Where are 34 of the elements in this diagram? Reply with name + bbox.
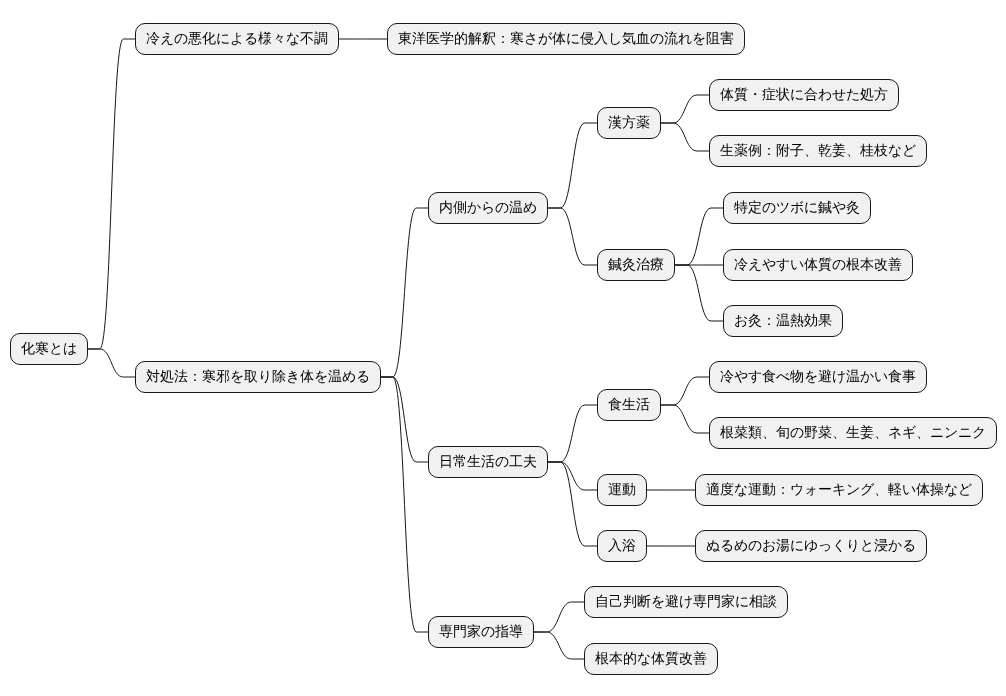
topic-box: 根菜類、旬の野菜、生姜、ネギ、ニンニク xyxy=(709,417,997,449)
topic-box: 専門家の指導 xyxy=(428,616,534,648)
topic-box: 入浴 xyxy=(597,530,647,562)
topic-box: 冷えの悪化による様々な不調 xyxy=(135,23,339,55)
topic-box: 食生活 xyxy=(597,389,661,421)
topic-box: 体質・症状に合わせた処方 xyxy=(709,79,899,111)
topic-box: 鍼灸治療 xyxy=(597,249,675,281)
topic-box: 化寒とは xyxy=(10,333,88,365)
topic-box: 対処法：寒邪を取り除き体を温める xyxy=(135,361,381,393)
topic-box: お灸：温熱効果 xyxy=(723,305,843,337)
topic-box: 冷えやすい体質の根本改善 xyxy=(723,249,913,281)
topic-box: 東洋医学的解釈：寒さが体に侵入し気血の流れを阻害 xyxy=(387,23,745,55)
connector-line xyxy=(660,122,710,152)
topic-box: 適度な運動：ウォーキング、軽い体操など xyxy=(695,474,983,506)
connector-line xyxy=(533,631,585,660)
connector-line xyxy=(87,348,136,378)
connector-line xyxy=(674,264,724,322)
connector-line xyxy=(547,461,598,547)
topic-box: 根本的な体質改善 xyxy=(584,643,718,675)
connector-line xyxy=(660,404,710,434)
topic-box: ぬるめのお湯にゆっくりと浸かる xyxy=(695,530,927,562)
topic-box: 自己判断を避け専門家に相談 xyxy=(584,586,788,618)
connector-line xyxy=(338,38,388,40)
connector-line xyxy=(646,489,696,491)
connector-line xyxy=(380,376,429,633)
topic-box: 漢方薬 xyxy=(597,107,661,139)
topic-box: 運動 xyxy=(597,474,647,506)
topic-box: 生薬例：附子、乾姜、桂枝など xyxy=(709,135,927,167)
topic-box: 内側からの温め xyxy=(428,192,548,224)
topic-box: 日常生活の工夫 xyxy=(428,446,548,478)
connector-line xyxy=(547,207,598,266)
topic-box: 特定のツボに鍼や灸 xyxy=(723,192,871,224)
connector-line xyxy=(646,545,696,547)
topic-box: 冷やす食べ物を避け温かい食事 xyxy=(709,361,927,393)
